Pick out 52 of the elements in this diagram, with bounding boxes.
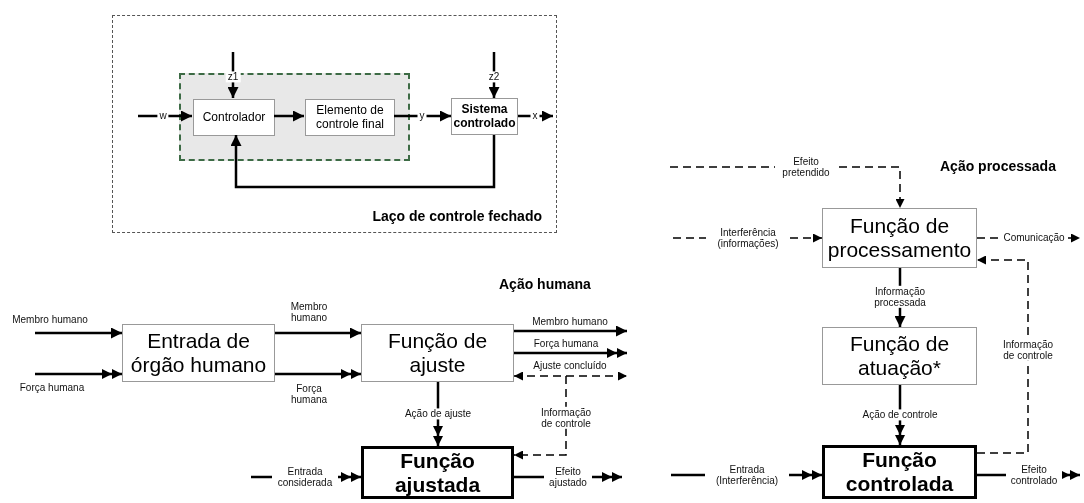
process-box — [193, 99, 275, 136]
arrow — [230, 135, 496, 189]
function-box — [822, 445, 977, 499]
edge-label: z1 — [225, 71, 241, 83]
edge-label: Entrada considerada — [272, 465, 338, 489]
arrow — [227, 52, 239, 98]
node-label: Função controlada — [844, 448, 955, 496]
arrow — [514, 325, 627, 337]
function-box — [361, 446, 514, 499]
edge-label: Ajuste concluído — [531, 360, 609, 372]
node-label: Função de atuação* — [848, 332, 951, 380]
node-label: Elemento de controle final — [314, 104, 385, 131]
function-box — [361, 324, 514, 382]
edge-label: Força humana — [17, 382, 87, 394]
dashed-frame — [112, 15, 557, 233]
arrow — [274, 110, 304, 122]
arrow — [35, 327, 122, 339]
edge-label: y — [417, 110, 427, 122]
edge-label: Ação de ajuste — [402, 408, 474, 420]
node-label: Controlador — [201, 110, 267, 125]
edge-label: Força humana — [531, 338, 601, 350]
arrow — [488, 52, 500, 98]
node-label: Sistema controlado — [452, 103, 517, 130]
edge-label: w — [157, 110, 169, 122]
arrow — [518, 110, 553, 122]
function-box — [822, 208, 977, 268]
frame-title: Laço de controle fechado — [372, 208, 542, 224]
dashed-arrow — [513, 371, 628, 381]
edge-label: Efeito controlado — [1006, 463, 1062, 487]
section-heading: Ação processada — [940, 158, 1056, 174]
edge-label: x — [530, 110, 540, 122]
edge-label: Entrada (Interferência) — [705, 463, 789, 487]
edge-label: Efeito pretendido — [775, 155, 837, 179]
function-box — [822, 327, 977, 385]
edge-label: Comunicação — [1001, 232, 1067, 244]
dashed-arrow — [976, 255, 1029, 454]
edge-label: Membro humano — [530, 316, 610, 328]
dashed-arrow — [513, 375, 567, 460]
node-label: Entrada de órgão humano — [129, 329, 268, 377]
shaded-group-box — [179, 73, 410, 161]
function-box — [122, 324, 275, 382]
node-label: Função de ajuste — [386, 329, 489, 377]
edge-label: Membro humano — [10, 314, 90, 326]
edge-label: z2 — [486, 71, 502, 83]
section-heading: Ação humana — [499, 276, 591, 292]
edge-label: Ação de controle — [860, 409, 940, 421]
node-label: Função ajustada — [393, 449, 482, 496]
edge-label: Efeito ajustado — [544, 465, 592, 489]
process-box — [305, 99, 395, 136]
arrow — [394, 110, 451, 122]
node-label: Função de processamento — [826, 214, 973, 262]
arrow — [275, 327, 361, 339]
